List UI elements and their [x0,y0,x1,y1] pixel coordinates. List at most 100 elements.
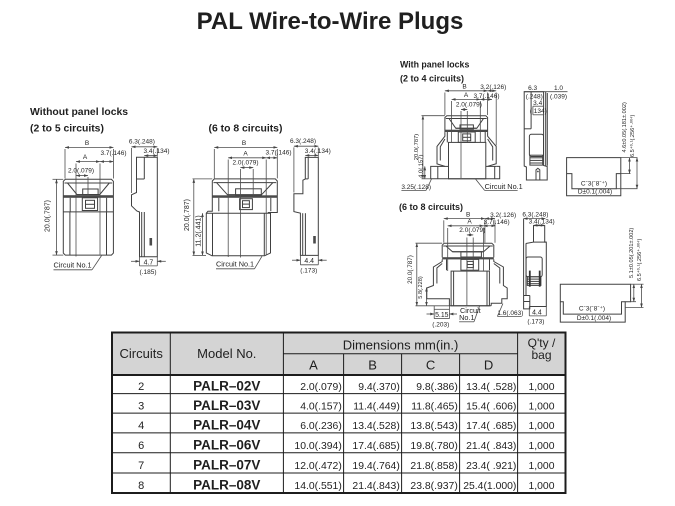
svg-text:PALR–06V: PALR–06V [193,437,260,452]
svg-text:13.4(.528): 13.4(.528) [352,421,399,432]
svg-text:19.4(.764): 19.4(.764) [352,461,399,472]
svg-text:1,000: 1,000 [528,481,554,492]
svg-text:6.3(.248): 6.3(.248) [290,138,316,145]
svg-text:4.4: 4.4 [532,309,542,316]
svg-text:Cˉ3(ˉ8ˉ⁺): Cˉ3(ˉ8ˉ⁺) [581,181,607,188]
svg-text:20.0(.787): 20.0(.787) [407,255,414,284]
svg-text:Circuit No.1: Circuit No.1 [485,182,523,191]
svg-text:3.2(.126): 3.2(.126) [490,212,516,219]
svg-text:(.173): (.173) [527,318,544,325]
svg-text:21.8(.858): 21.8(.858) [410,461,457,472]
svg-text:3.7(.146): 3.7(.146) [474,93,500,100]
svg-text:2: 2 [138,381,144,393]
svg-text:(2 to 4 circuits): (2 to 4 circuits) [400,73,464,83]
svg-text:3.25(.128): 3.25(.128) [401,184,431,191]
svg-text:(6 to 8 circuits): (6 to 8 circuits) [399,202,463,212]
svg-text:3.7(.146): 3.7(.146) [266,150,292,157]
svg-text:6.0(.236): 6.0(.236) [300,421,342,432]
svg-text:11.2(.441): 11.2(.441) [195,215,202,246]
svg-text:4.7: 4.7 [144,259,154,266]
svg-text:19.8(.780): 19.8(.780) [410,441,457,452]
svg-text:2.0(.079): 2.0(.079) [68,167,94,174]
svg-text:(.173): (.173) [300,268,317,275]
svg-text:6.3(.248): 6.3(.248) [129,139,155,146]
svg-text:6.5⁺º·¹(.256⁺·ºº⁴): 6.5⁺º·¹(.256⁺·ºº⁴) [636,238,643,281]
svg-text:Cˉ3(ˉ8ˉ⁺): Cˉ3(ˉ8ˉ⁺) [579,305,605,312]
svg-text:3.4(.134): 3.4(.134) [529,219,555,226]
svg-text:(6 to 8 circuits): (6 to 8 circuits) [209,123,283,134]
svg-text:Circuit No.1: Circuit No.1 [216,260,254,269]
svg-text:PALR–04V: PALR–04V [193,418,260,433]
svg-text:2.0(.079): 2.0(.079) [300,382,342,393]
svg-text:A: A [309,358,318,373]
svg-text:4.6±0.05(.181±.002): 4.6±0.05(.181±.002) [622,102,628,152]
svg-text:5.8(.228): 5.8(.228) [418,276,424,299]
svg-text:Dimensions mm(in.): Dimensions mm(in.) [343,337,459,352]
svg-text:6: 6 [138,440,144,452]
svg-text:15.4( .606): 15.4( .606) [466,401,516,412]
svg-text:21.4( .843): 21.4( .843) [466,441,516,452]
svg-text:Model No.: Model No. [197,346,256,361]
svg-text:A: A [467,219,472,226]
svg-text:9.4(.370): 9.4(.370) [358,382,400,393]
svg-text:(.248): (.248) [526,94,543,101]
svg-text:23.4( .921): 23.4( .921) [466,461,516,472]
svg-text:Circuit No.1: Circuit No.1 [54,261,92,270]
svg-text:(.185): (.185) [140,269,157,276]
svg-text:13.8(.543): 13.8(.543) [410,421,457,432]
svg-text:1,000: 1,000 [528,421,554,432]
svg-text:4.0(.157): 4.0(.157) [300,401,342,412]
svg-text:D±0.1(.004): D±0.1(.004) [577,315,611,322]
svg-text:20.0(.787): 20.0(.787) [414,134,420,160]
svg-text:4.4: 4.4 [304,258,314,265]
svg-text:PALR–02V: PALR–02V [193,378,260,393]
svg-text:Without panel locks: Without panel locks [30,107,128,118]
svg-text:14.0(.551): 14.0(.551) [294,481,341,492]
svg-text:1,000: 1,000 [528,441,554,452]
svg-text:5.1±0.05(.201±.002): 5.1±0.05(.201±.002) [629,228,635,278]
svg-text:6.3(.248): 6.3(.248) [522,212,548,219]
svg-text:Circuit: Circuit [460,306,481,315]
svg-text:2.0(.079): 2.0(.079) [456,101,482,108]
svg-text:1,000: 1,000 [528,461,554,472]
svg-text:3.7(.146): 3.7(.146) [484,219,510,226]
svg-text:3.4(.134): 3.4(.134) [305,148,331,155]
svg-text:11.4(.449): 11.4(.449) [353,401,400,412]
svg-text:13.4( .528): 13.4( .528) [466,382,516,393]
svg-text:(.134): (.134) [530,108,547,115]
svg-text:A: A [83,154,88,161]
svg-text:11.8(.465): 11.8(.465) [411,401,458,412]
svg-text:3.2(.126): 3.2(.126) [480,84,506,91]
svg-text:A: A [464,92,469,99]
svg-text:4: 4 [138,420,144,432]
svg-text:1.0: 1.0 [554,85,563,92]
svg-text:17.4(.685): 17.4(.685) [352,441,399,452]
svg-text:6.3: 6.3 [528,85,537,92]
svg-text:5.15: 5.15 [435,312,449,319]
svg-text:B: B [85,140,89,147]
svg-text:(.039): (.039) [550,94,567,101]
svg-text:8: 8 [138,480,144,492]
svg-text:2.0(.079): 2.0(.079) [459,227,485,234]
svg-text:C: C [426,358,435,373]
svg-text:bag: bag [531,348,551,362]
svg-text:21.4(.843): 21.4(.843) [352,481,399,492]
svg-text:3.4: 3.4 [533,100,542,107]
svg-text:1.6(.063): 1.6(.063) [497,310,523,317]
svg-text:Q'ty /: Q'ty / [528,336,556,350]
svg-text:9.8(.386): 9.8(.386) [416,382,458,393]
svg-text:No.1: No.1 [459,313,474,322]
svg-text:10.0(.394): 10.0(.394) [294,441,341,452]
svg-text:B: B [368,358,377,373]
svg-text:20.0(.787): 20.0(.787) [45,200,52,232]
svg-text:B: B [462,84,466,91]
svg-text:PAL Wire-to-Wire Plugs: PAL Wire-to-Wire Plugs [197,8,464,35]
svg-text:20.0(.787): 20.0(.787) [184,199,191,231]
svg-text:PALR–08V: PALR–08V [193,477,260,492]
svg-text:A: A [243,150,248,157]
svg-text:7: 7 [138,460,144,472]
svg-text:12.0(.472): 12.0(.472) [294,461,341,472]
svg-text:23.8(.937): 23.8(.937) [410,481,457,492]
svg-text:4.0(.157): 4.0(.157) [418,155,424,178]
svg-text:3.7(.146): 3.7(.146) [101,150,127,157]
